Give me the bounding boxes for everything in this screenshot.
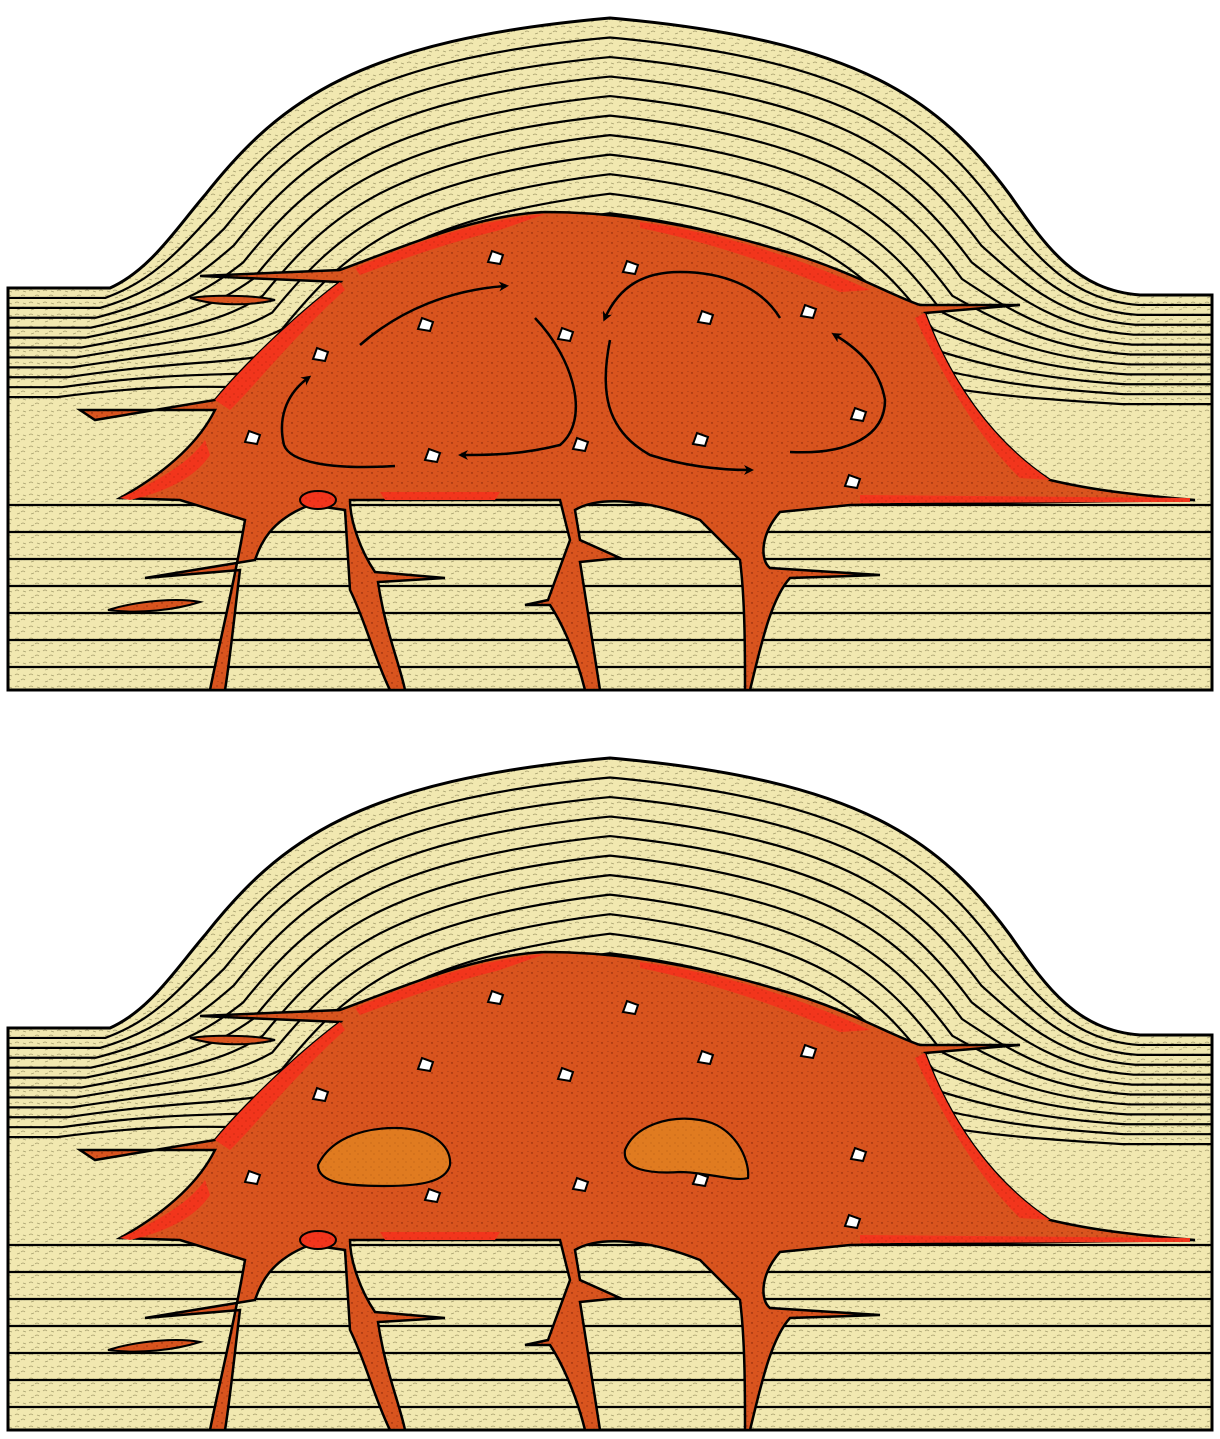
- magma-pod: [300, 1231, 336, 1249]
- panel-top: [8, 18, 1212, 690]
- magma-pod: [300, 491, 336, 509]
- panel-bottom: [8, 758, 1212, 1430]
